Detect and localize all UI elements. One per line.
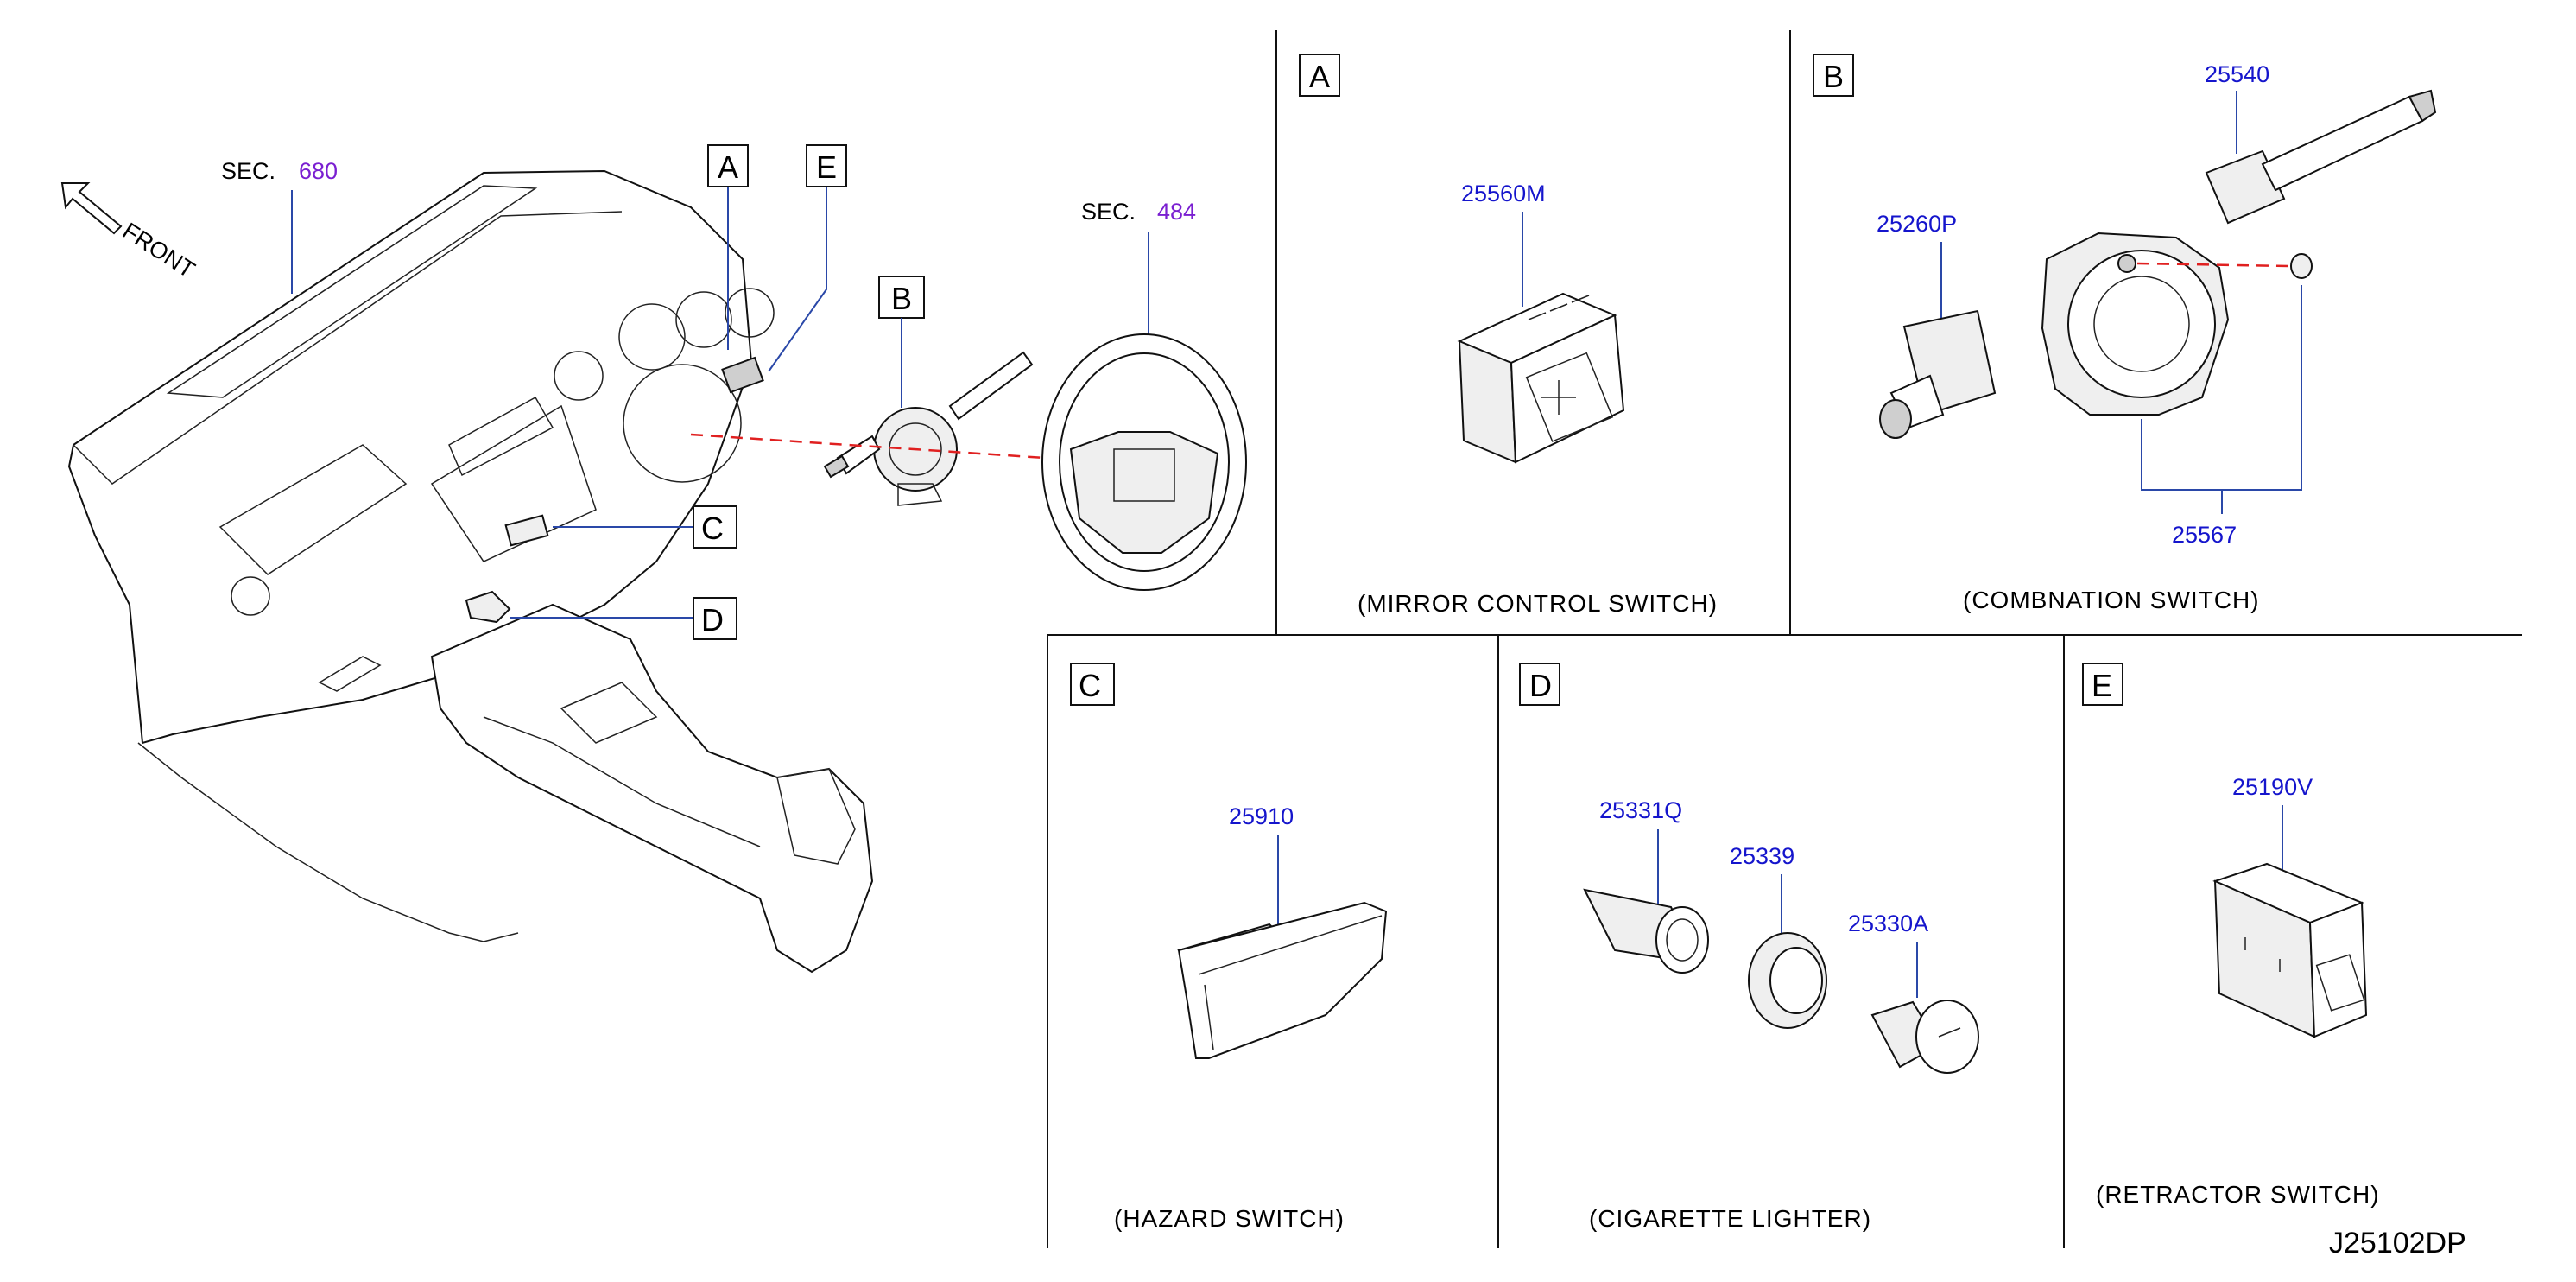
front-label: FRONT [118,218,199,283]
part-number-25910: 25910 [1229,803,1294,829]
section-d-letter: D [1529,668,1552,703]
callout-c: C [553,505,737,549]
part-number-25190V: 25190V [2232,774,2313,800]
overview: FRONT SEC. 680 SEC. 484 [60,144,1247,974]
part-number-25560M: 25560M [1461,181,1546,206]
callout-e: E [768,144,847,372]
part-number-25567: 25567 [2172,522,2237,548]
spiral-cable-25567-part [2041,232,2313,416]
section-c-letter: C [1079,668,1101,703]
svg-text:E: E [816,149,837,185]
hazard-switch-location [504,514,549,547]
svg-text:D: D [701,602,724,638]
hazard-switch-part [1177,901,1388,1059]
svg-text:A: A [718,149,738,185]
lighter-plug-25330A-part [1870,1000,1979,1074]
combination-switch-25260P-part [1879,309,1997,439]
section-e-letter: E [2092,668,2112,703]
sec-ref-484: 484 [1157,199,1196,225]
callout-d: D [510,597,737,640]
section-a-caption: (MIRROR CONTROL SWITCH) [1358,590,1718,617]
section-e-caption: (RETRACTOR SWITCH) [2096,1181,2380,1208]
part-number-25260P: 25260P [1877,211,1957,237]
retractor-switch-part [2212,862,2368,1038]
callout-a: A [707,144,749,350]
sec-ref-680: 680 [299,158,338,184]
section-b: B 25540 25260P 25567 (COMBNATION SWITCH) [1813,54,2437,613]
section-b-caption: (COMBNATION SWITCH) [1963,587,2260,613]
mirror-switch-location [721,356,764,394]
section-d: D 25331Q 25339 25330A (CIGARETTE LIGHTER… [1519,663,1979,1232]
section-grid [1047,30,2522,1248]
section-c: C 25910 (HAZARD SWITCH) [1070,663,1388,1232]
combination-switch-overview [823,351,1034,506]
mirror-control-switch-part [1457,292,1625,464]
callout-b: B [878,276,925,408]
steering-wheel [1041,333,1247,591]
lighter-location [465,590,511,624]
front-arrow-icon [60,182,123,235]
section-e: E 25190V (RETRACTOR SWITCH) [2082,663,2380,1208]
part-number-25540: 25540 [2205,61,2269,87]
svg-text:C: C [701,511,724,546]
combination-switch-25540-part [2205,89,2437,225]
section-b-letter: B [1823,59,1844,94]
section-a: A 25560M (MIRROR CONTROL SWITCH) [1299,54,1718,617]
part-number-25330A: 25330A [1848,911,1928,936]
lighter-socket-25331Q-part [1583,888,1709,974]
instrument-panel [67,169,874,974]
part-number-25331Q: 25331Q [1599,797,1682,823]
lighter-ring-25339-part [1748,932,1827,1029]
sec-prefix: SEC. [221,158,275,184]
diagram-code: J25102DP [2329,1227,2466,1260]
part-number-25339: 25339 [1730,843,1794,869]
section-c-caption: (HAZARD SWITCH) [1114,1205,1345,1232]
svg-text:B: B [891,281,912,316]
sec-prefix: SEC. [1081,199,1136,225]
section-d-caption: (CIGARETTE LIGHTER) [1589,1205,1871,1232]
section-a-letter: A [1309,59,1330,94]
